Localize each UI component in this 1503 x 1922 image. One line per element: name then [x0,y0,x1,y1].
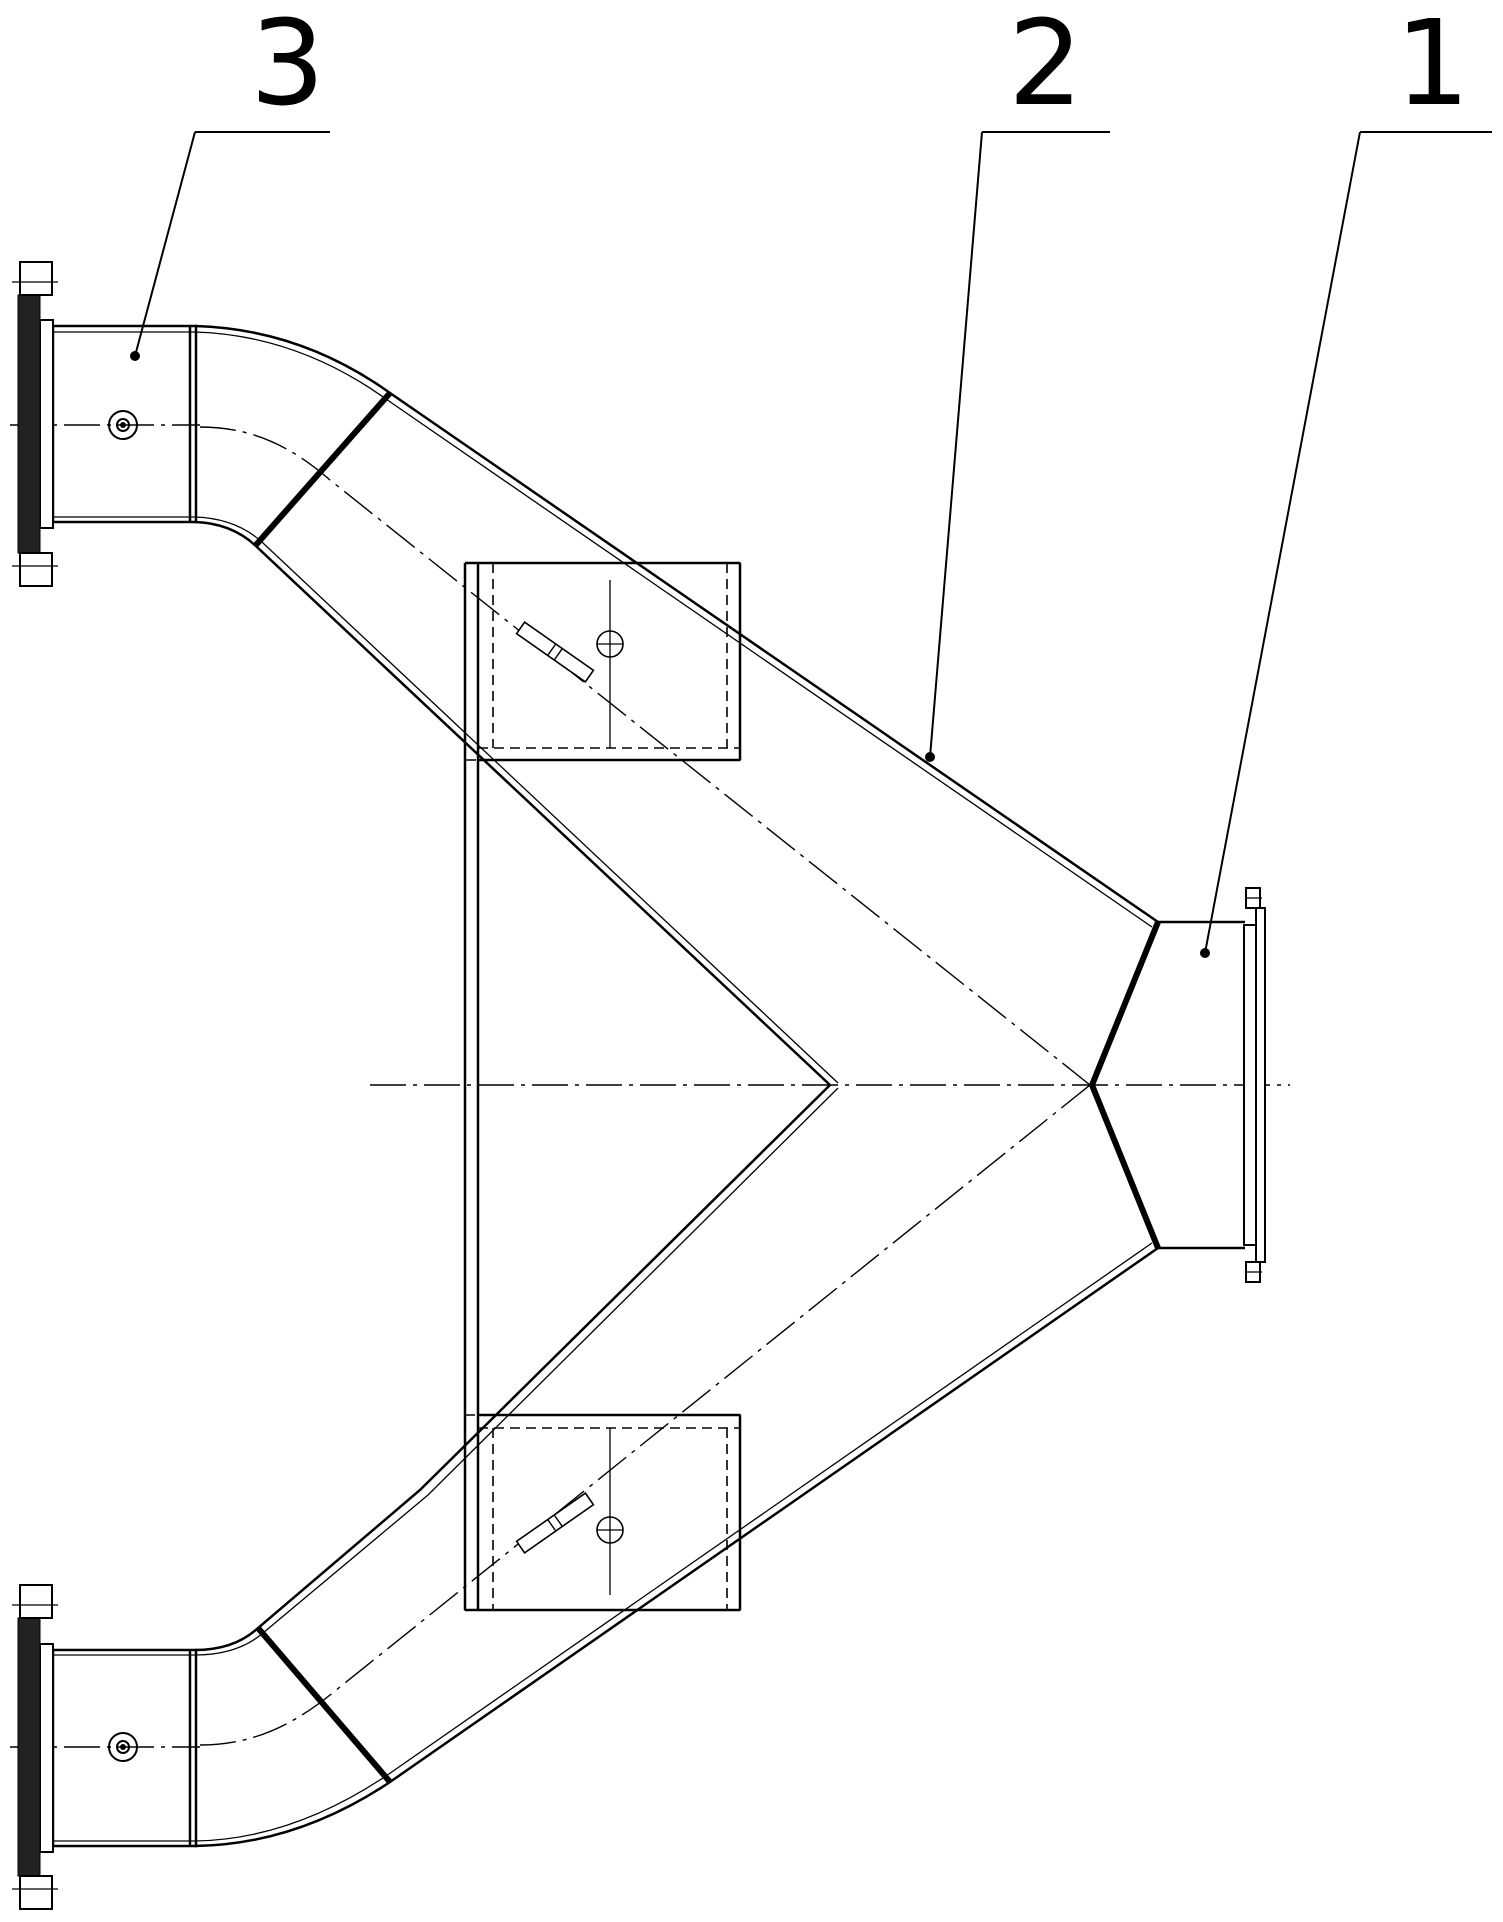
lower-pin-mark-b [553,1514,563,1527]
lower-inlet-sensor-port-center [120,1744,126,1750]
junction-weld-lower [1089,1083,1161,1250]
callout-2-leader [929,131,983,758]
outlet-pipe [1158,887,1266,1283]
lower-support-bracket [464,1413,742,1612]
outlet-flange-outer [1255,907,1266,1263]
lower-inlet-sensor-port [108,1732,138,1762]
upper-elbow-weld [252,391,393,548]
upper-support-bracket [464,561,742,762]
callout-label-2: 2 [1008,0,1083,132]
lower-bracket-pin [515,1492,595,1554]
lower-pin-body [515,1492,595,1554]
lower-branch-bottom-edge [194,1246,1159,1848]
upper-bracket-pin [515,621,595,683]
upper-bracket-hidden-outline [464,562,741,761]
upper-branch-centerline [199,426,1091,1086]
callout-label-3: 3 [250,0,325,132]
callout-3: 3 [130,0,330,361]
upper-pin-body [515,621,595,683]
lower-branch-bottom-inner [194,1242,1153,1842]
lower-inlet-flange-plate [39,1643,54,1853]
lower-inlet-bolt-bottom [19,1875,53,1910]
upper-branch-top-inner [194,331,1153,928]
upper-inlet-flange-plate [39,319,54,529]
lower-elbow-weld [255,1626,393,1784]
lower-inlet-pipe [12,1584,198,1910]
callout-1-dot [1200,948,1210,958]
callout-1: 1 [1200,0,1492,958]
lower-branch-pipe [194,1084,1159,1848]
upper-inlet-flange [17,294,41,554]
lower-inlet-sensor-port-inner [116,1740,130,1754]
callout-1-leader [1204,131,1361,954]
callout-3-leader [134,131,196,357]
lower-inlet-bolt-top [19,1584,53,1619]
upper-branch-bottom-inner [194,516,839,1084]
upper-branch-top-edge [194,324,1159,924]
lower-inlet-flange [17,1617,41,1877]
center-lines [10,424,1290,1748]
lower-branch-centerline [199,1084,1091,1746]
upper-pin-mark-a [547,643,557,656]
callout-label-1: 1 [1395,0,1470,132]
upper-pin-mark-b [553,648,563,661]
upper-inlet-sensor-port-inner [116,418,130,432]
junction-weld [1089,920,1161,1250]
support-frame [463,563,480,1610]
lower-pin-mark-a [547,1519,557,1532]
upper-inlet-sensor-port [108,410,138,440]
lower-branch-top-edge [194,1084,831,1652]
upper-inlet-sensor-port-center [120,422,126,428]
upper-inlet-bolt-bottom [19,552,53,587]
callout-2: 2 [925,0,1110,762]
upper-branch-bottom-edge [194,520,831,1086]
upper-branch-pipe [194,324,1159,1086]
junction-weld-upper [1089,920,1161,1087]
lower-bracket-hidden-outline [464,1414,741,1611]
callout-3-dot [130,351,140,361]
upper-inlet-pipe [12,261,198,587]
upper-inlet-bolt-top [19,261,53,296]
callout-2-dot [925,752,935,762]
outlet-flange-inner [1243,924,1257,1246]
